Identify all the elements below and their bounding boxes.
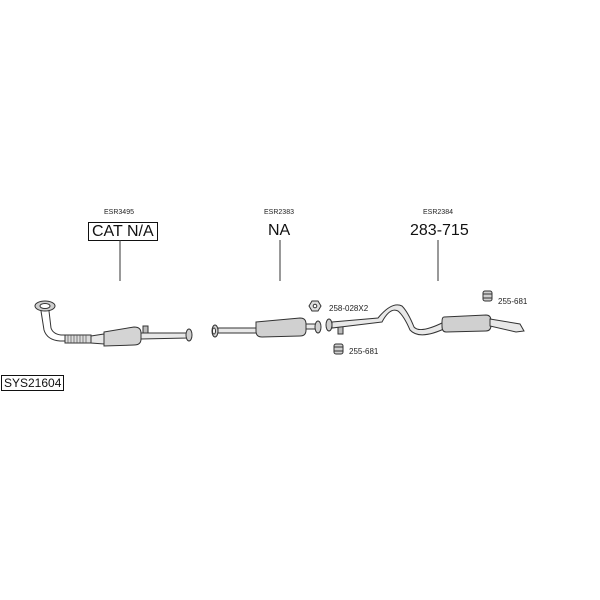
clamp-label[interactable]: 258-028X2 — [329, 304, 369, 313]
rear-pipe-bend — [331, 304, 449, 336]
front-pipe-assembly — [34, 300, 193, 347]
middle-silencer — [255, 317, 307, 338]
middle-section-part-number[interactable]: NA — [268, 222, 291, 239]
rubber-mount-middle — [333, 343, 344, 355]
front-section-part-number[interactable]: CAT N/A — [88, 222, 158, 241]
mount-label-middle[interactable]: 255-681 — [349, 347, 379, 356]
front-outlet-flange — [185, 328, 193, 342]
middle-pipe-assembly — [211, 317, 322, 338]
rear-silencer — [441, 314, 492, 333]
clamp-hardware — [308, 300, 322, 312]
system-id-label: SYS21604 — [1, 375, 65, 391]
middle-section-ref: ESR2383 — [264, 209, 294, 216]
tailpipe — [489, 318, 525, 333]
mount-label-rear[interactable]: 255-681 — [498, 297, 528, 306]
rear-pipe-assembly — [325, 304, 525, 336]
front-section-ref: ESR3495 — [104, 209, 134, 216]
flex-joint — [64, 334, 92, 344]
rear-section-ref: ESR2384 — [423, 209, 453, 216]
rear-inlet-flange — [325, 318, 333, 332]
middle-outlet-flange — [314, 320, 322, 334]
rear-section-part-number[interactable]: 283-715 — [410, 222, 469, 239]
downpipe — [40, 310, 72, 342]
rubber-mount-rear — [482, 290, 493, 302]
catalytic-converter — [103, 326, 142, 347]
